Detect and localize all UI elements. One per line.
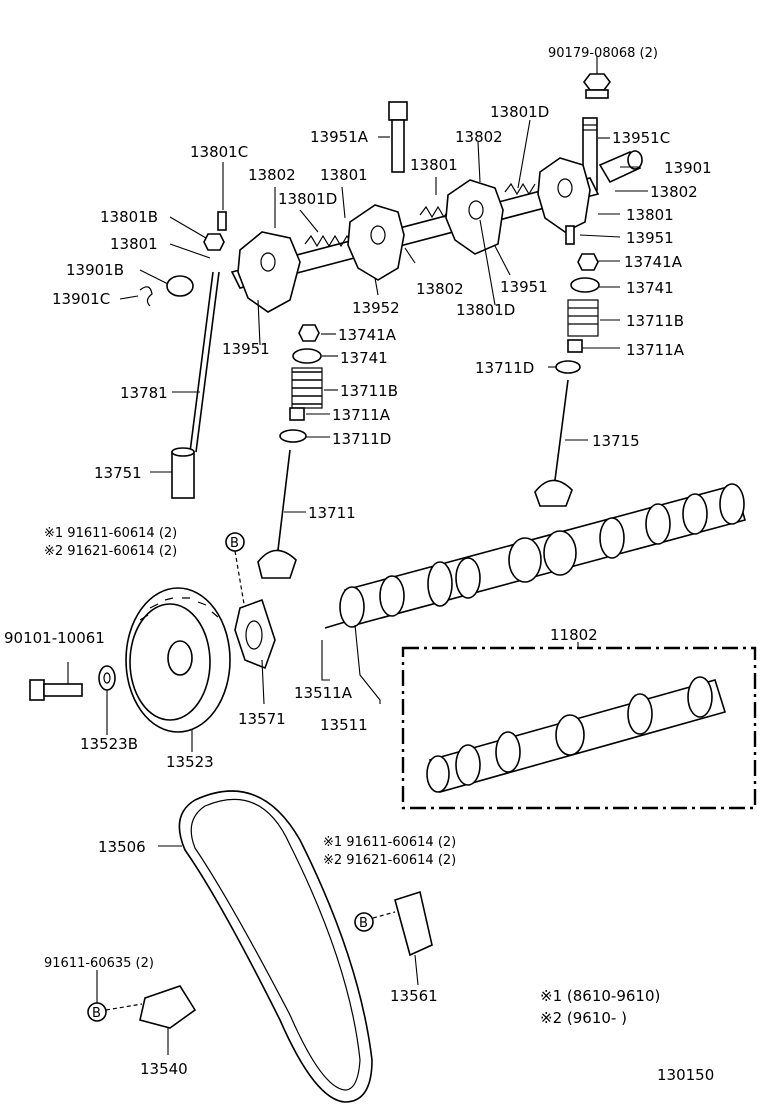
label-13951-r: 13951 (626, 229, 674, 247)
label-13951A: 13951A (310, 128, 369, 146)
ref-b-2: B (359, 916, 368, 931)
label-13523B: 13523B (80, 735, 138, 753)
ref-b-1: B (230, 536, 239, 551)
label-13561: 13561 (390, 987, 438, 1005)
hole-plug-13901B-drawing (139, 275, 194, 307)
label-13901C: 13901C (52, 290, 110, 308)
label-13801B: 13801B (100, 208, 158, 226)
label-13711B-c: 13711B (340, 382, 398, 400)
label-13802-r: 13802 (650, 183, 698, 201)
intake-valve-train-drawing (257, 324, 323, 579)
label-13741A-r: 13741A (624, 253, 683, 271)
valve-lifter-13751-drawing (171, 447, 195, 499)
note-2-bottom: ※2 91621-60614 (2) (323, 853, 456, 868)
label-13711D-r: 13711D (475, 359, 534, 377)
label-90101-10061: 90101-10061 (4, 629, 105, 647)
ref-line-b-2 (372, 911, 396, 919)
label-13711A-c: 13711A (332, 406, 391, 424)
date-range-2: ※2 (9610- ) (540, 1009, 627, 1027)
label-13801C: 13801C (190, 143, 248, 161)
bolt-90179-drawing (583, 62, 611, 99)
bolt-90101-drawing (29, 679, 83, 701)
label-13801D-b: 13801D (456, 301, 515, 319)
date-range-1: ※1 (8610-9610) (540, 987, 660, 1005)
ref-line-b-3 (105, 1003, 143, 1011)
label-91611-60635: 91611-60635 (2) (44, 956, 154, 971)
label-13741-r: 13741 (626, 279, 674, 297)
label-13801-c: 13801 (110, 235, 158, 253)
label-13952: 13952 (352, 299, 400, 317)
gasket-13571-drawing (234, 598, 276, 670)
label-13741A-c: 13741A (338, 326, 397, 344)
label-13901: 13901 (664, 159, 712, 177)
label-13801-a: 13801 (320, 166, 368, 184)
note-1-bottom: ※1 91611-60614 (2) (323, 835, 456, 850)
label-13571: 13571 (238, 710, 286, 728)
chain-guide-13561-drawing (394, 890, 433, 957)
camshaft-13511-drawing (324, 483, 746, 629)
camshaft-set-11802-drawing (426, 676, 727, 793)
label-13951-m: 13951 (500, 278, 548, 296)
label-13951C: 13951C (612, 129, 670, 147)
label-13540: 13540 (140, 1060, 188, 1078)
timing-chain-13506-drawing (178, 790, 373, 1103)
washer-13523B-drawing (98, 665, 116, 691)
label-13781: 13781 (120, 384, 168, 402)
label-11802: 11802 (550, 626, 598, 644)
rocker-shaft-bolt-13951A-drawing (388, 101, 408, 173)
note-1-top: ※1 91611-60614 (2) (44, 526, 177, 541)
label-13506: 13506 (98, 838, 146, 856)
chain-damper-13540-drawing (139, 985, 197, 1029)
label-13951-l: 13951 (222, 340, 270, 358)
label-13801-r: 13801 (626, 206, 674, 224)
ref-line-b-1 (234, 550, 245, 605)
label-13802-c: 13802 (416, 280, 464, 298)
label-13801D-a: 13801D (278, 190, 337, 208)
figure-number: 130150 (657, 1066, 714, 1084)
camshaft-sprocket-13523-drawing (125, 587, 231, 733)
label-13523: 13523 (166, 753, 214, 771)
label-13801-b: 13801 (410, 156, 458, 174)
label-13901B: 13901B (66, 261, 124, 279)
note-2-top: ※2 91621-60614 (2) (44, 544, 177, 559)
exhaust-valve-train-drawing (534, 253, 600, 507)
label-13511: 13511 (320, 716, 368, 734)
push-rod-13781-drawing (189, 271, 220, 453)
label-13802-b: 13802 (455, 128, 503, 146)
label-13711D-c: 13711D (332, 430, 391, 448)
label-13711B-r: 13711B (626, 312, 684, 330)
label-13711A-r: 13711A (626, 341, 685, 359)
label-13801D-top: 13801D (490, 103, 549, 121)
label-90179-08068: 90179-08068 (2) (548, 46, 658, 61)
label-13751: 13751 (94, 464, 142, 482)
leader-lines (67, 56, 648, 1055)
camshaft-set-box (401, 646, 757, 810)
ref-b-3: B (92, 1006, 101, 1021)
label-13802-a: 13802 (248, 166, 296, 184)
rocker-shaft-assembly-drawing (203, 157, 600, 313)
label-13715: 13715 (592, 432, 640, 450)
ref-circle-b-2 (354, 912, 374, 932)
label-13741-c: 13741 (340, 349, 388, 367)
label-13511A: 13511A (294, 684, 353, 702)
label-13711: 13711 (308, 504, 356, 522)
